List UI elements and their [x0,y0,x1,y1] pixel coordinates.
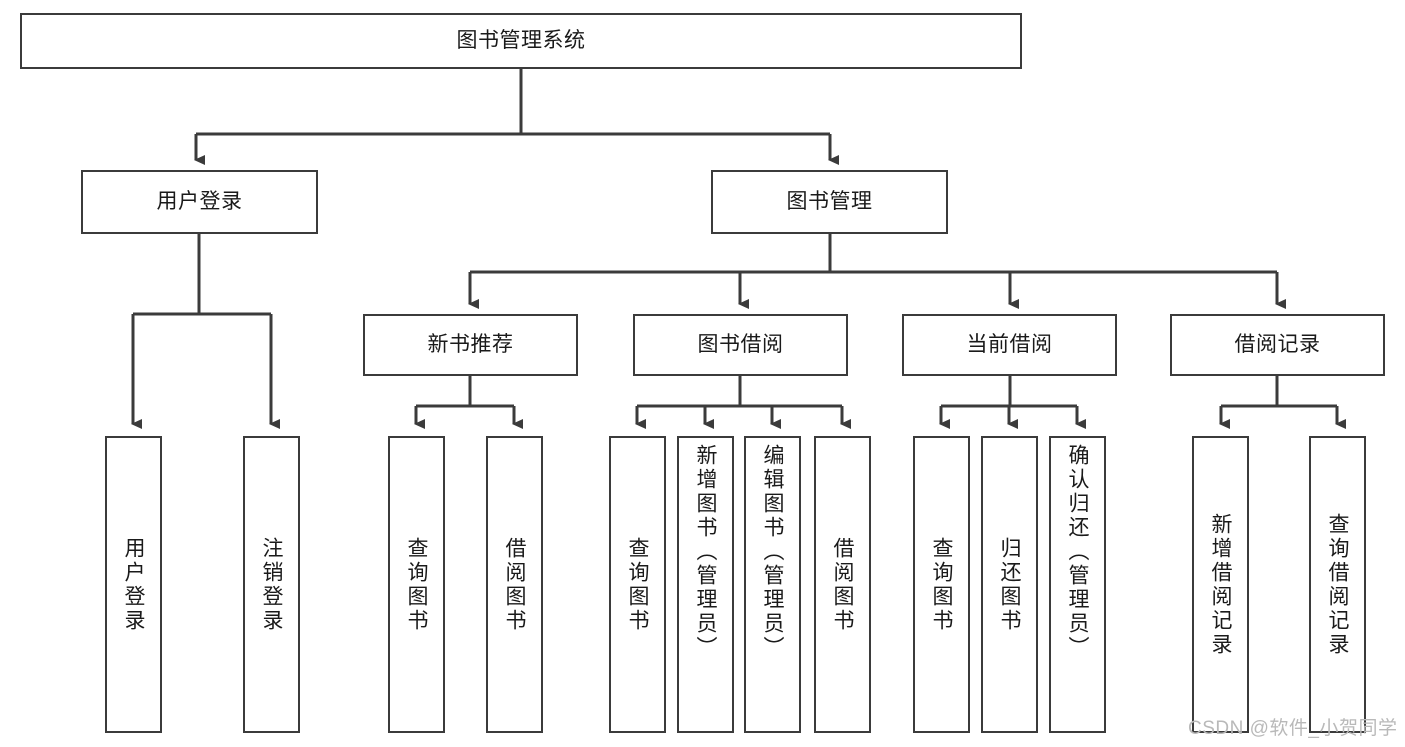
leaf-query-book-2-label: 查询图书 [626,536,649,633]
leaf-add-book[interactable]: 新增图书（管理员） [677,436,734,733]
node-book-borrow[interactable]: 图书借阅 [633,314,848,376]
node-user-login-label: 用户登录 [156,190,243,214]
leaf-edit-book-label: 编辑图书（管理员） [761,444,784,660]
leaf-user-login[interactable]: 用户登录 [105,436,162,733]
node-root-label: 图书管理系统 [456,29,586,53]
leaf-borrow-book-1-label: 借阅图书 [503,536,526,633]
leaf-query-record-label: 查询借阅记录 [1326,512,1349,657]
leaf-logout[interactable]: 注销登录 [243,436,300,733]
leaf-user-login-label: 用户登录 [122,536,145,633]
node-book-management[interactable]: 图书管理 [711,170,948,234]
node-borrow-record-label: 借阅记录 [1234,333,1321,357]
leaf-confirm-return[interactable]: 确认归还（管理员） [1049,436,1106,733]
leaf-add-record[interactable]: 新增借阅记录 [1192,436,1249,733]
node-current-borrow[interactable]: 当前借阅 [902,314,1117,376]
watermark-text: CSDN @软件_小贺同学 [1188,718,1398,739]
leaf-edit-book[interactable]: 编辑图书（管理员） [744,436,801,733]
node-book-management-label: 图书管理 [786,190,873,214]
node-current-borrow-label: 当前借阅 [966,333,1053,357]
leaf-add-record-label: 新增借阅记录 [1209,512,1232,657]
leaf-borrow-book-2-label: 借阅图书 [831,536,854,633]
leaf-query-book-3[interactable]: 查询图书 [913,436,970,733]
leaf-logout-label: 注销登录 [260,536,283,633]
node-borrow-record[interactable]: 借阅记录 [1170,314,1385,376]
node-root[interactable]: 图书管理系统 [20,13,1022,69]
leaf-query-book-1[interactable]: 查询图书 [388,436,445,733]
leaf-confirm-return-label: 确认归还（管理员） [1066,444,1089,660]
node-new-book-recommend-label: 新书推荐 [427,333,514,357]
node-new-book-recommend[interactable]: 新书推荐 [363,314,578,376]
leaf-query-record[interactable]: 查询借阅记录 [1309,436,1366,733]
leaf-query-book-1-label: 查询图书 [405,536,428,633]
leaf-return-book-label: 归还图书 [998,536,1021,633]
leaf-borrow-book-1[interactable]: 借阅图书 [486,436,543,733]
leaf-query-book-2[interactable]: 查询图书 [609,436,666,733]
node-user-login[interactable]: 用户登录 [81,170,318,234]
leaf-borrow-book-2[interactable]: 借阅图书 [814,436,871,733]
leaf-query-book-3-label: 查询图书 [930,536,953,633]
leaf-add-book-label: 新增图书（管理员） [694,444,717,660]
node-book-borrow-label: 图书借阅 [697,333,784,357]
leaf-return-book[interactable]: 归还图书 [981,436,1038,733]
